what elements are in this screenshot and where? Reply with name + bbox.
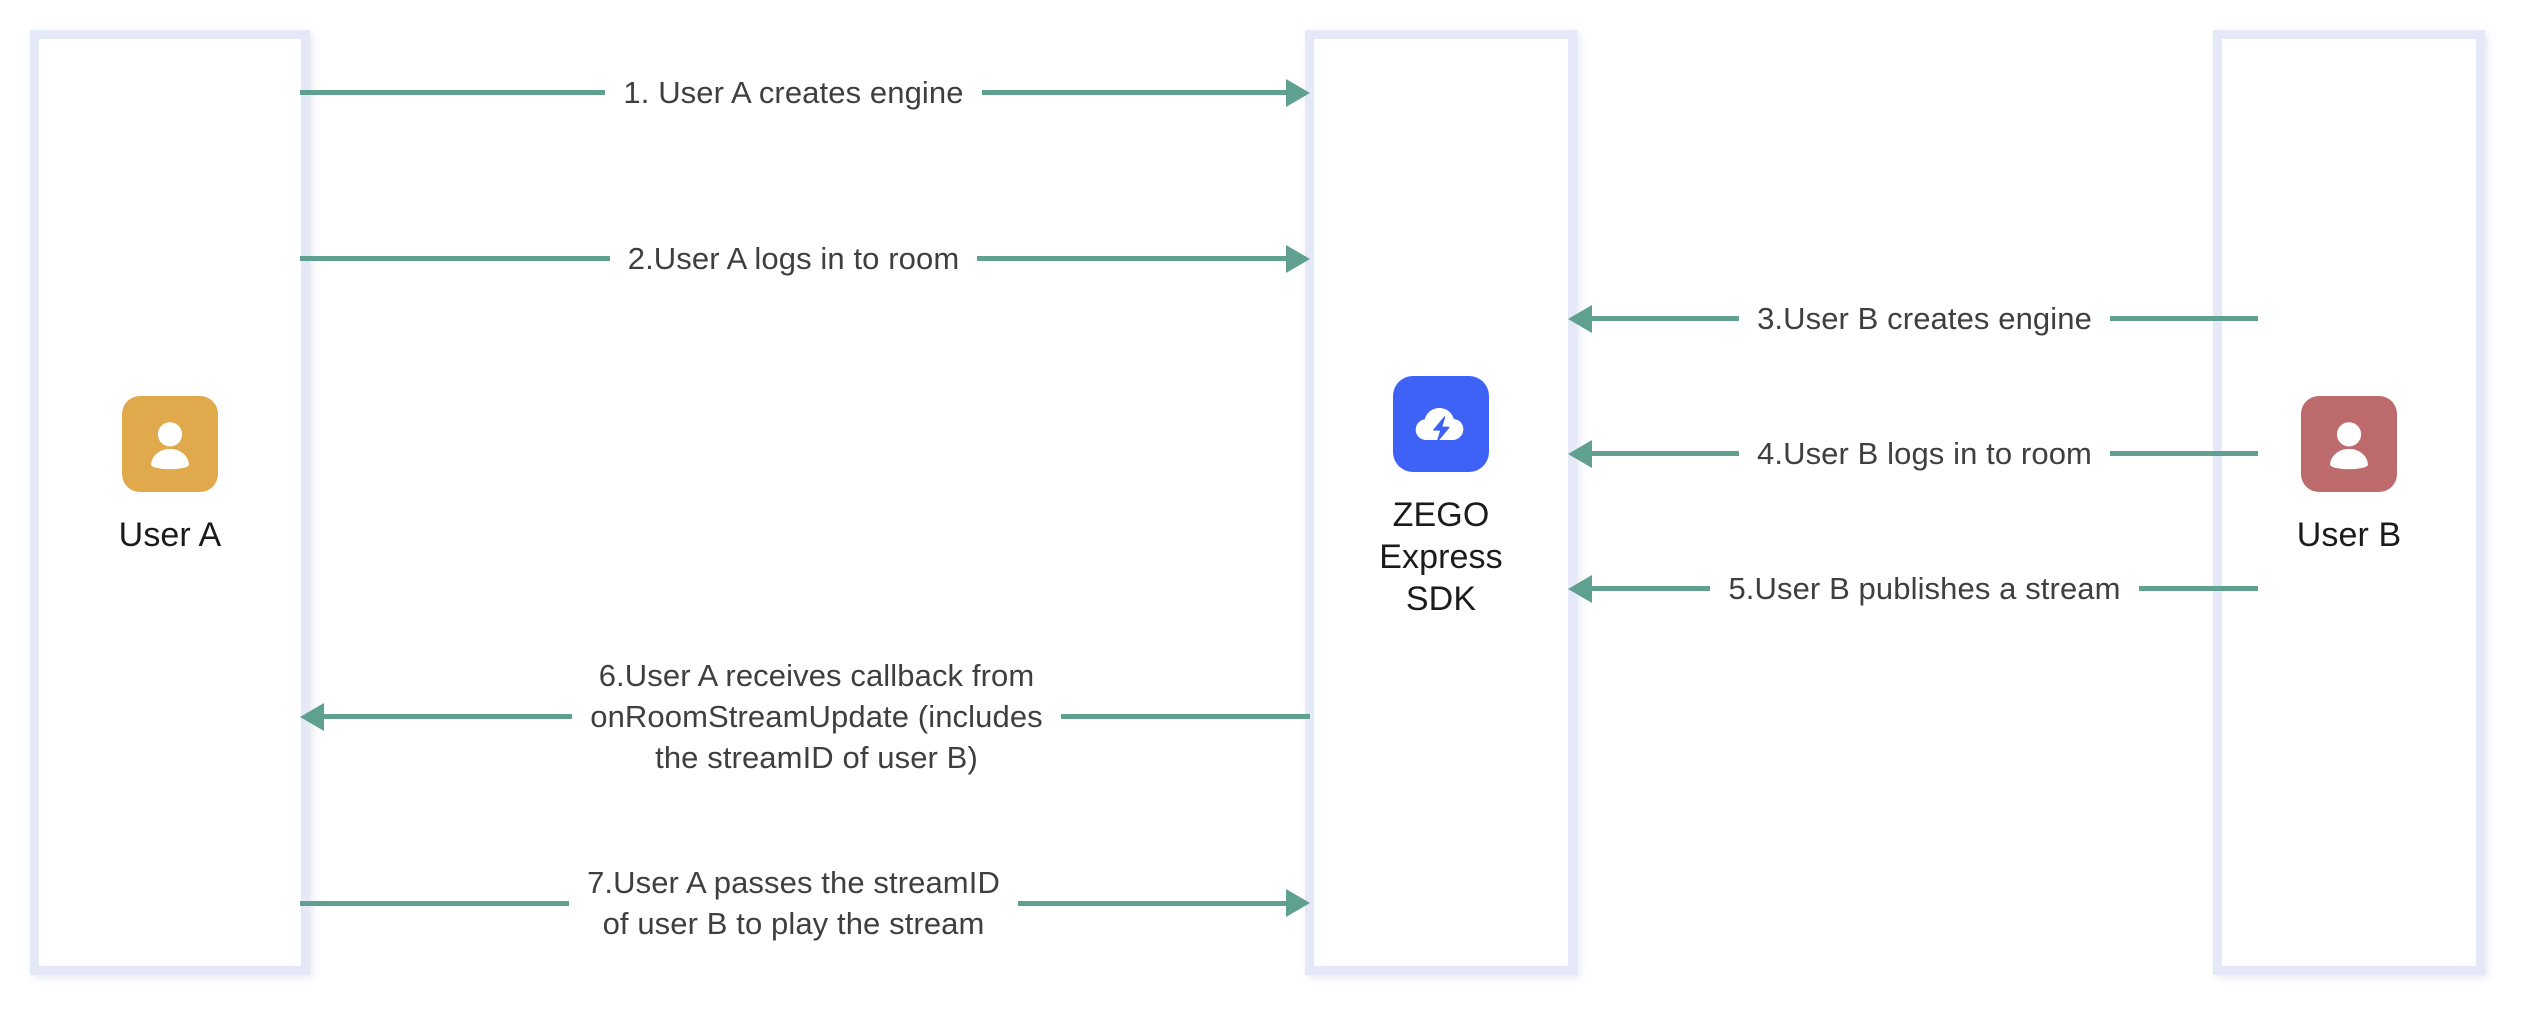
arrow-head-right-icon: [1286, 244, 1311, 273]
arrow-head-right-icon: [1286, 889, 1310, 917]
person-avatar-icon: [2301, 396, 2397, 492]
arrow-line-segment: [300, 900, 570, 906]
arrow-line-segment: [300, 256, 610, 261]
message-label-3: 3.User B creates engine: [1757, 301, 2092, 336]
lifeline-user-b: [2213, 30, 2485, 975]
arrow-line-segment: [1060, 714, 1310, 719]
arrow-line-segment: [300, 90, 606, 95]
message-label-5: 5.User B publishes a stream: [1728, 571, 2121, 606]
arrow-line-segment: [981, 90, 1288, 95]
zego-cloud-lightning-logo: [1393, 376, 1489, 472]
message-label-2: 2.User A logs in to room: [627, 241, 960, 276]
arrow-line-segment: [2109, 451, 2258, 456]
person-avatar-icon: [122, 396, 218, 492]
actor-user-b: User B: [2213, 396, 2485, 556]
arrow-line-segment: [2109, 316, 2258, 321]
message-arrow-7: 7.User A passes the streamID of user B t…: [300, 862, 1310, 944]
message-label-4: 4.User B logs in to room: [1757, 436, 2092, 471]
message-arrow-3: 3.User B creates engine: [1568, 298, 2258, 339]
message-label-7: 7.User A passes the streamID of user B t…: [587, 865, 1000, 941]
arrow-head-left-icon: [1568, 574, 1592, 603]
arrow-line-segment: [1017, 900, 1287, 906]
arrow-head-right-icon: [1286, 78, 1311, 107]
message-arrow-6: 6.User A receives callback from onRoomSt…: [300, 655, 1310, 778]
message-arrow-2: 2.User A logs in to room: [300, 238, 1311, 279]
arrow-line-segment: [1591, 316, 1740, 321]
arrow-head-left-icon: [300, 702, 324, 731]
arrow-line-segment: [323, 714, 573, 719]
message-label-6: 6.User A receives callback from onRoomSt…: [590, 658, 1043, 775]
arrow-line-segment: [1591, 586, 1711, 591]
message-arrow-5: 5.User B publishes a stream: [1568, 568, 2258, 609]
arrow-line-segment: [977, 256, 1288, 261]
arrow-line-segment: [1591, 451, 1740, 456]
actor-label-zego-express-sdk: ZEGO Express SDK: [1379, 496, 1503, 618]
arrow-line-segment: [2138, 586, 2258, 591]
actor-label-user-a: User A: [118, 516, 222, 554]
arrow-head-left-icon: [1568, 304, 1592, 333]
actor-zego-express-sdk: ZEGO Express SDK: [1305, 376, 1577, 620]
lifeline-zego-express-sdk: [1305, 30, 1577, 975]
arrow-head-left-icon: [1568, 439, 1592, 468]
message-arrow-4: 4.User B logs in to room: [1568, 433, 2258, 474]
message-label-1: 1. User A creates engine: [623, 75, 964, 110]
message-arrow-1: 1. User A creates engine: [300, 72, 1311, 113]
lifeline-user-a: [30, 30, 310, 975]
actor-user-a: User A: [30, 396, 310, 556]
actor-label-user-b: User B: [2296, 516, 2402, 554]
